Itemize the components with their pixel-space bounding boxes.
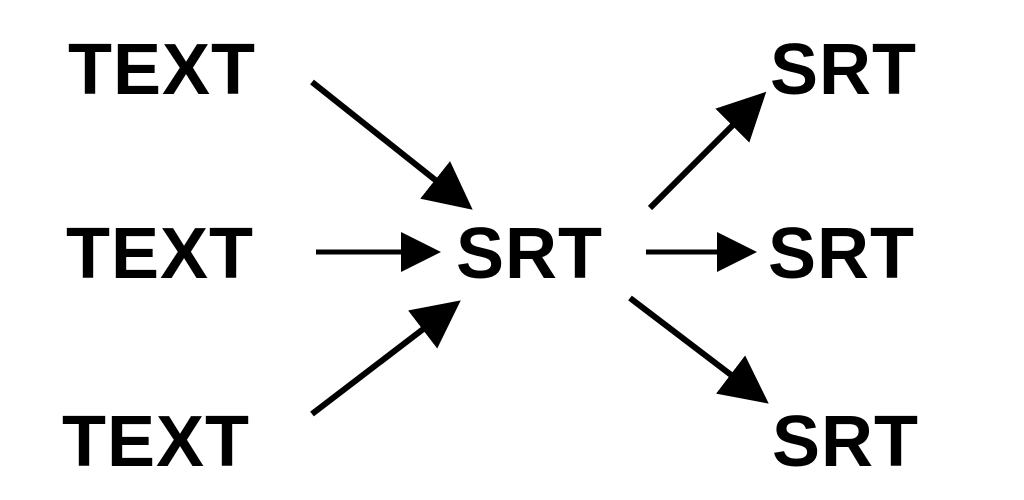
arrow-hub-to-output-bot	[628, 295, 769, 404]
arrow-input-top-to-hub	[310, 79, 473, 210]
input-node-top: TEXT	[68, 30, 257, 110]
output-node-bottom: SRT	[772, 402, 919, 482]
arrow-input-bot-to-hub	[310, 300, 461, 417]
hub-node: SRT	[456, 214, 603, 294]
output-node-middle: SRT	[768, 214, 915, 294]
arrow-hub-to-output-top	[647, 91, 767, 211]
output-node-top: SRT	[770, 30, 917, 110]
input-node-bottom: TEXT	[62, 402, 251, 482]
input-node-middle: TEXT	[66, 214, 255, 294]
